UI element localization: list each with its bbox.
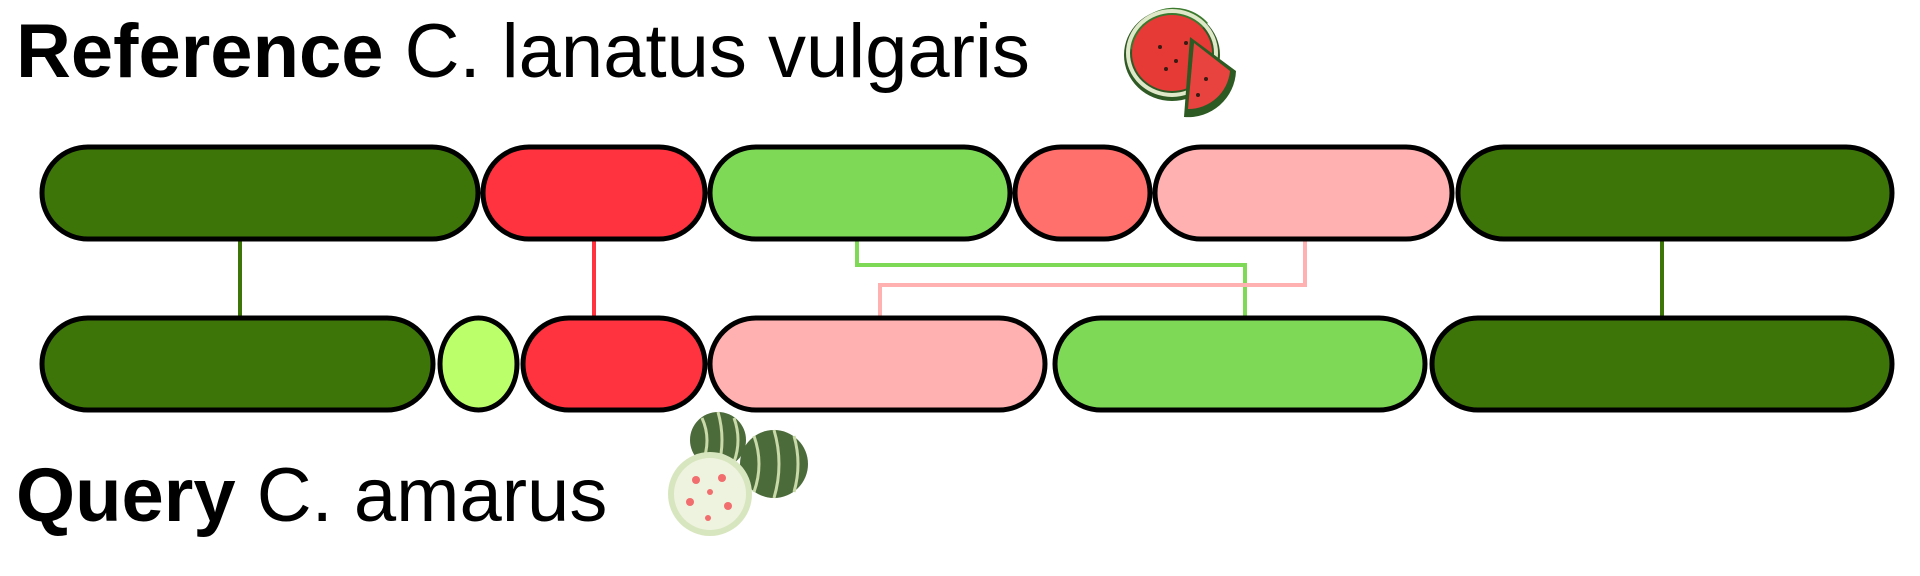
query-dark-green-1-block [39, 315, 436, 413]
round-melons-icon [668, 411, 808, 536]
link-ref-pink-to-query-pink [878, 239, 1307, 318]
ref-dark-green-1-block [39, 144, 481, 242]
reference-species-label: C. lanatus vulgaris [404, 9, 1030, 94]
query-species-label: C. amarus [256, 453, 608, 538]
query-lime-block [437, 315, 520, 413]
ref-salmon-block [1012, 144, 1153, 242]
query-light-green-block [1052, 315, 1428, 413]
query-label: Query C. amarus [16, 458, 607, 534]
query-bold-label: Query [16, 453, 236, 538]
query-blocks [39, 315, 1895, 413]
synteny-links [238, 239, 1664, 318]
ref-light-green-block [707, 144, 1013, 242]
query-pink-block [707, 315, 1048, 413]
sliced-watermelon-icon [1124, 7, 1236, 118]
reference-label: Reference C. lanatus vulgaris [16, 14, 1030, 90]
ref-red-block [480, 144, 708, 242]
ref-pink-block [1152, 144, 1455, 242]
query-dark-green-2-block [1429, 315, 1895, 413]
query-red-block [520, 315, 708, 413]
reference-bold-label: Reference [16, 9, 384, 94]
reference-blocks [39, 144, 1895, 242]
ref-dark-green-2-block [1455, 144, 1895, 242]
link-ref-light-green-to-query-light-green [855, 239, 1247, 318]
